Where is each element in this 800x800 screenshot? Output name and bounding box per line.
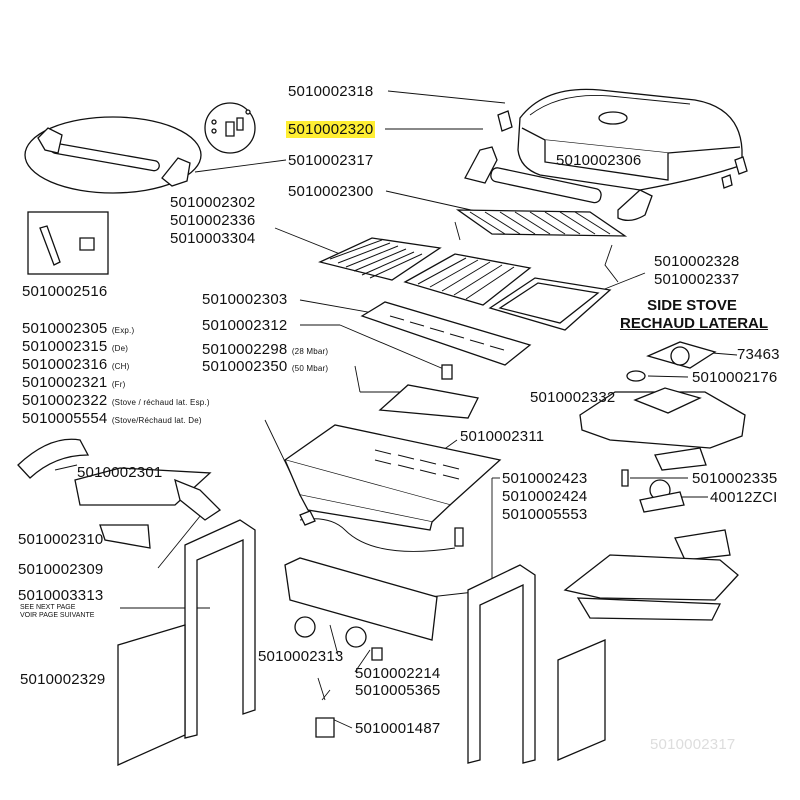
part-label-lid-body: 5010002306 <box>556 152 642 169</box>
see-next-page-note: SEE NEXT PAGE <box>20 604 76 611</box>
part-label-hose-0: 5010002305 (Exp.) <box>22 320 134 339</box>
part-label-hose-2: 5010002316 (CH) <box>22 356 130 375</box>
part-label-side-stove-body: 5010002332 <box>530 389 616 406</box>
region-note: (De) <box>111 344 129 353</box>
voir-page-suivante-note: VOIR PAGE SUIVANTE <box>20 612 95 619</box>
part-label-side-valve: 5010002335 <box>692 470 778 487</box>
part-number: 5010002322 <box>22 392 108 409</box>
part-label-lid-handle: 5010002317 <box>288 152 374 169</box>
part-label-side-burner-grate: 73463 <box>737 346 780 363</box>
part-number: 5010002321 <box>22 374 108 391</box>
part-label-valve-b: 5010002424 <box>502 488 588 505</box>
part-number: 5010002316 <box>22 356 108 373</box>
part-label-igniter-b: 5010005365 <box>355 682 441 699</box>
part-label-grid-b: 5010002336 <box>170 212 256 229</box>
grill-lid-illustration <box>464 88 748 222</box>
part-label-side-knob: 40012ZCI <box>710 489 778 506</box>
part-label-hose-3: 5010002321 (Fr) <box>22 374 126 393</box>
side-stove-illustration <box>579 341 746 513</box>
left-cart-frame-illustration <box>117 519 256 767</box>
part-label-cart-panel: 5010002329 <box>20 671 106 688</box>
part-label-cart-side: 5010003313 <box>18 587 104 604</box>
valve-manifold-illustration <box>299 510 464 552</box>
part-label-flame-tamer: 5010002303 <box>202 291 288 308</box>
part-label-firebox: 5010002311 <box>460 428 545 445</box>
part-label-bracket-b: 5010002309 <box>18 561 104 578</box>
highlighted-part-number: 5010002320 <box>286 121 376 138</box>
part-label-electrode: 5010002312 <box>202 317 288 334</box>
part-label-drip-cup: 5010001487 <box>355 720 441 737</box>
rechaud-lateral-text: RECHAUD LATERAL <box>620 315 769 332</box>
part-label-lid-top: 5010002318 <box>288 83 374 100</box>
part-label-valve-a: 5010002423 <box>502 470 588 487</box>
cooking-grids-illustration <box>318 237 612 331</box>
region-note: (Exp.) <box>111 326 135 335</box>
region-note: (Stove / réchaud lat. Esp.) <box>111 398 210 407</box>
region-note: (Fr) <box>111 380 126 389</box>
part-label-griddle-a: 5010002328 <box>654 253 740 270</box>
part-label-igniter-a: 5010002214 <box>355 665 441 682</box>
part-label-side-shelf: 5010002301 <box>77 464 163 481</box>
burner-illustration <box>378 364 479 419</box>
left-side-shelf-illustration <box>17 438 222 549</box>
part-label-cut-off: 5010002317 <box>650 736 736 753</box>
part-label-clip: 5010002516 <box>22 283 108 300</box>
part-label-hinge-kit-highlighted: 5010002320 <box>286 121 376 138</box>
clip-bracket-illustration <box>27 211 109 275</box>
part-label-hose-1: 5010002315 (De) <box>22 338 128 357</box>
region-note: (Stove/Réchaud lat. De) <box>111 416 202 425</box>
right-cart-frame-illustration <box>467 564 606 764</box>
part-label-hose-4: 5010002322 (Stove / réchaud lat. Esp.) <box>22 392 210 411</box>
pressure-note: (28 Mbar) <box>291 347 329 356</box>
part-label-warming-rack: 5010002300 <box>288 183 374 200</box>
warming-rack-illustration <box>454 209 628 283</box>
pressure-note: (50 Mbar) <box>291 364 329 373</box>
part-label-grid-a: 5010002302 <box>170 194 256 211</box>
side-stove-heading: SIDE STOVE <box>647 297 737 314</box>
firebox-illustration <box>283 424 502 531</box>
part-label-burner-28: 5010002298 (28 Mbar) <box>202 341 328 360</box>
part-label-griddle-b: 5010002337 <box>654 271 740 288</box>
part-label-grid-c: 5010003304 <box>170 230 256 247</box>
part-number: 5010002305 <box>22 320 108 337</box>
flame-tamer-illustration <box>360 301 532 366</box>
part-label-hose-5: 5010005554 (Stove/Réchaud lat. De) <box>22 410 202 429</box>
region-note: (CH) <box>111 362 130 371</box>
part-label-burner-50: 5010002350 (50 Mbar) <box>202 358 328 377</box>
part-number: 5010002350 <box>202 358 288 375</box>
control-panel-illustration <box>284 557 438 738</box>
part-label-valve-c: 5010005553 <box>502 506 588 523</box>
part-number: 5010002315 <box>22 338 108 355</box>
rechaud-lateral-heading: RECHAUD LATERAL <box>620 315 768 332</box>
part-number: 5010005554 <box>22 410 108 427</box>
right-side-shelf-illustration <box>563 529 739 621</box>
part-label-side-burner-cap: 5010002176 <box>692 369 778 386</box>
part-number: 5010002298 <box>202 341 288 358</box>
handle-detail-illustration <box>24 102 256 194</box>
part-label-bracket-a: 5010002310 <box>18 531 104 548</box>
part-label-knob: 5010002313 <box>258 648 344 665</box>
